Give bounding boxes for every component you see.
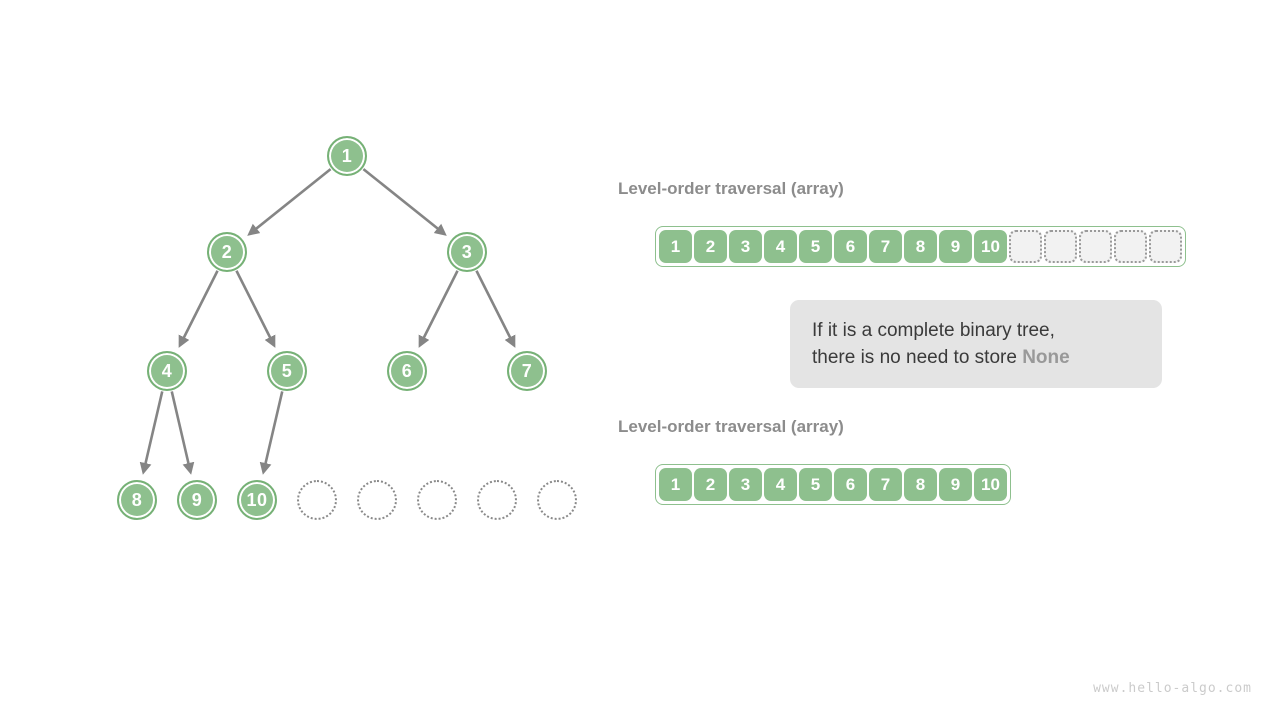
tree-node-label: 6 [401, 360, 413, 381]
bottom-array-cell-0: 1 [659, 468, 692, 501]
top-array-cell-8: 9 [939, 230, 972, 263]
bottom-array-cell-7: 8 [904, 468, 937, 501]
tree-edge-n4-to-n9 [170, 391, 195, 475]
tree-node-empty-5 [537, 480, 577, 520]
top-array-cell-value: 6 [845, 236, 856, 256]
top-array-cell-value: 7 [880, 236, 891, 256]
top-array-cell-value: 8 [915, 236, 926, 256]
bottom-array-cell-value: 2 [705, 474, 716, 494]
callout-line-2-prefix: there is no need to store [812, 347, 1023, 368]
tree-edge-n4-to-n8 [139, 391, 164, 475]
tree-node-label: 2 [221, 241, 233, 262]
tree-node-empty-2 [357, 480, 397, 520]
top-array-empty-cell-4 [1149, 230, 1182, 263]
tree-node-label: 3 [461, 241, 473, 262]
callout-line-1: If it is a complete binary tree, [812, 320, 1055, 341]
top-array-cell-value: 5 [810, 236, 821, 256]
top-array-empty-cell-0 [1009, 230, 1042, 263]
bottom-array-cell-6: 7 [869, 468, 902, 501]
bottom-array-cell-2: 3 [729, 468, 762, 501]
callout-text: If it is a complete binary tree, there i… [812, 317, 1070, 371]
tree-edge-n2-to-n4 [178, 270, 219, 348]
bottom-array-label: Level-order traversal (array) [618, 417, 844, 436]
tree-edge-n1-to-n3 [362, 168, 447, 236]
top-array-cell-value: 3 [740, 236, 751, 256]
bottom-array-cell-5: 6 [834, 468, 867, 501]
bottom-array-cell-1: 2 [694, 468, 727, 501]
bottom-array-cell-9: 10 [974, 468, 1007, 501]
top-array-cell-6: 7 [869, 230, 902, 263]
top-array-cell-value: 1 [670, 236, 681, 256]
tree-node-label: 5 [281, 360, 293, 381]
bottom-array-cell-value: 5 [810, 474, 821, 494]
tree-node-4: 4 [147, 351, 187, 391]
watermark: www.hello-algo.com [1093, 681, 1252, 696]
bottom-array-cell-value: 6 [845, 474, 856, 494]
top-array-cell-3: 4 [764, 230, 797, 263]
tree-node-label: 1 [341, 145, 353, 166]
binary-tree-diagram: 1 2 3 4 5 6 7 8 9 10 [0, 0, 610, 720]
top-array-cell-5: 6 [834, 230, 867, 263]
callout-none-token: None [1022, 347, 1070, 368]
bottom-array-cell-value: 9 [950, 474, 961, 494]
top-array-cell-0: 1 [659, 230, 692, 263]
top-array-empty-cell-3 [1114, 230, 1147, 263]
tree-edge-n1-to-n2 [247, 168, 332, 236]
top-array-cell-value: 2 [705, 236, 716, 256]
tree-node-label: 8 [131, 489, 143, 510]
bottom-array-cell-4: 5 [799, 468, 832, 501]
top-array-container: 1 2 3 4 5 6 7 8 9 10 [655, 226, 1186, 267]
tree-node-8: 8 [117, 480, 157, 520]
tree-node-label: 7 [521, 360, 533, 381]
top-array-empty-cell-1 [1044, 230, 1077, 263]
top-array-cell-4: 5 [799, 230, 832, 263]
top-array-cell-7: 8 [904, 230, 937, 263]
tree-node-label: 10 [246, 489, 268, 510]
bottom-array-cell-value: 1 [670, 474, 681, 494]
tree-node-empty-1 [297, 480, 337, 520]
tree-node-6: 6 [387, 351, 427, 391]
tree-node-empty-3 [417, 480, 457, 520]
tree-node-5: 5 [267, 351, 307, 391]
top-array-label: Level-order traversal (array) [618, 179, 844, 198]
tree-edges-layer [139, 168, 516, 475]
top-array-cell-value: 4 [775, 236, 786, 256]
bottom-array-container: 1 2 3 4 5 6 7 8 9 10 [655, 464, 1011, 505]
bottom-array-cell-value: 8 [915, 474, 926, 494]
bottom-array-cell-8: 9 [939, 468, 972, 501]
tree-node-9: 9 [177, 480, 217, 520]
bottom-array-cell-value: 3 [740, 474, 751, 494]
tree-node-empty-4 [477, 480, 517, 520]
top-array-cell-2: 3 [729, 230, 762, 263]
tree-node-3: 3 [447, 232, 487, 272]
tree-node-2: 2 [207, 232, 247, 272]
tree-edge-n2-to-n5 [235, 270, 276, 348]
tree-node-label: 9 [191, 489, 203, 510]
top-array-cell-1: 2 [694, 230, 727, 263]
top-array-cell-value: 9 [950, 236, 961, 256]
tree-edge-n3-to-n6 [418, 270, 459, 348]
tree-node-10: 10 [237, 480, 277, 520]
tree-node-1: 1 [327, 136, 367, 176]
tree-node-7: 7 [507, 351, 547, 391]
top-array-cell-9: 10 [974, 230, 1007, 263]
callout-box: If it is a complete binary tree, there i… [790, 300, 1162, 388]
tree-node-label: 4 [161, 360, 173, 381]
bottom-array-cell-value: 7 [880, 474, 891, 494]
bottom-array-cell-value: 4 [775, 474, 786, 494]
bottom-array-cell-value: 10 [981, 474, 1000, 494]
top-array-cell-value: 10 [981, 236, 1000, 256]
tree-edge-n3-to-n7 [475, 270, 516, 348]
bottom-array-cell-3: 4 [764, 468, 797, 501]
top-array-empty-cell-2 [1079, 230, 1112, 263]
tree-edge-n5-to-n10 [259, 391, 284, 475]
